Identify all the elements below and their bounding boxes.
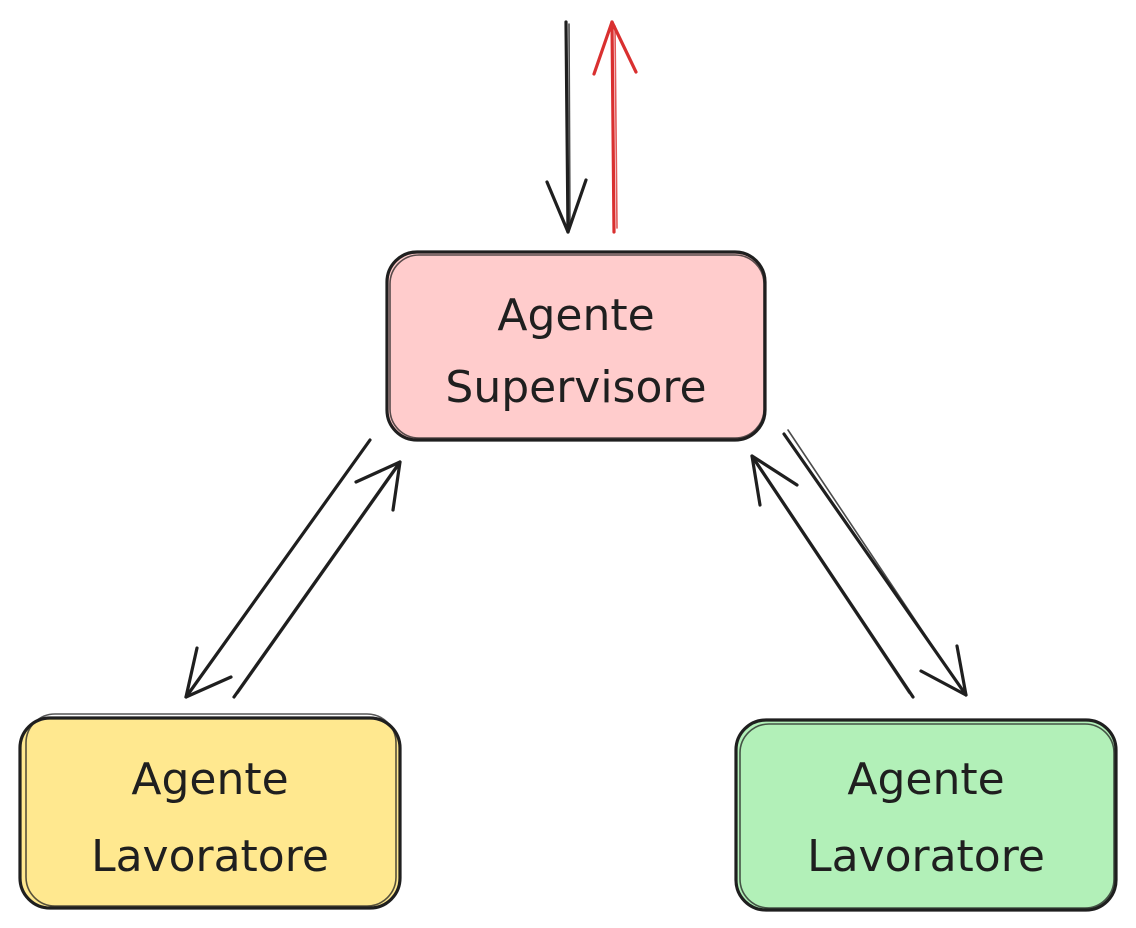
arrow-supervisor-to-external (592, 20, 638, 234)
arrow-right-worker-to-supervisor (750, 454, 915, 699)
arrow-shaft (750, 454, 915, 699)
arrow-shaft-sketch (754, 461, 910, 694)
arrow-shaft (610, 20, 616, 234)
left-worker-box (18, 716, 402, 910)
arrow-head (592, 20, 638, 76)
arrow-shaft-sketch (787, 429, 963, 691)
supervisor-box (385, 250, 767, 442)
left-worker-agent-node: Agente Lavoratore (18, 713, 402, 910)
left-worker-box-sketch (25, 713, 397, 907)
arrow-head (184, 646, 233, 699)
arrow-head (545, 178, 588, 234)
arrow-head (750, 454, 799, 507)
arrow-supervisor-to-right-worker (782, 429, 968, 697)
arrow-left-worker-to-supervisor (232, 460, 402, 699)
supervisor-label-line2: Supervisore (445, 362, 706, 413)
right-worker-label-line2: Lavoratore (807, 831, 1045, 882)
supervisor-agent-node: Agente Supervisore (385, 250, 767, 442)
arrow-head (919, 644, 968, 697)
arrow-head (354, 460, 402, 512)
left-worker-label-line1: Agente (131, 754, 288, 805)
supervisor-label-line1: Agente (497, 290, 654, 341)
arrow-shaft (232, 460, 402, 699)
left-worker-label-line2: Lavoratore (91, 831, 329, 882)
supervisor-box-sketch (389, 254, 765, 439)
arrow-shaft-sketch (189, 445, 367, 694)
arrow-shaft-sketch (568, 23, 571, 229)
right-worker-agent-node: Agente Lavoratore (734, 718, 1118, 912)
right-worker-box-sketch (739, 723, 1115, 909)
right-worker-label-line1: Agente (847, 754, 1004, 805)
arrow-external-to-supervisor (545, 20, 588, 234)
arrow-shaft-sketch (237, 467, 398, 694)
arrow-supervisor-to-left-worker (184, 438, 372, 699)
arrow-shaft (564, 20, 570, 234)
arrow-shaft-sketch (614, 25, 618, 229)
right-worker-box (734, 718, 1118, 912)
